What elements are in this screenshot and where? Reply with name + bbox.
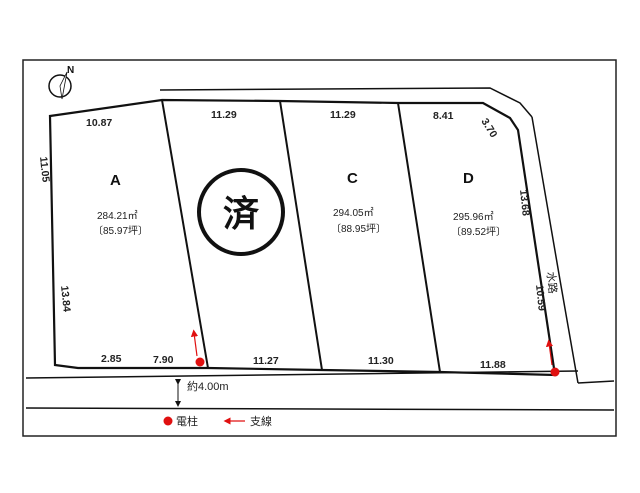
lot-a-area-sqm: 284.21㎡ xyxy=(97,210,138,222)
lot-c-area-sqm: 294.05㎡ xyxy=(333,207,374,219)
legend: 電柱 支線 xyxy=(163,414,272,428)
dim-b-bottom: 11.27 xyxy=(253,355,279,367)
dim-c-bottom: 11.30 xyxy=(368,355,394,367)
legend-pole-label: 電柱 xyxy=(176,414,198,428)
dim-d-top: 8.41 xyxy=(433,110,454,122)
dim-a-left-lower: 13.84 xyxy=(58,285,73,313)
dim-a-left-upper: 11.05 xyxy=(37,156,52,183)
utility-pole-icon xyxy=(550,367,560,377)
stay-wire-arrow-icon xyxy=(190,329,199,357)
lot-divider-bc xyxy=(279,100,323,371)
lot-d-label: D xyxy=(463,170,474,187)
lot-d-area-tsubo: 〔89.52坪〕 xyxy=(451,225,506,238)
dim-d-corner: 3.70 xyxy=(478,116,499,140)
lot-divider-ab xyxy=(161,99,209,369)
lot-divider-cd xyxy=(397,102,441,373)
lot-a-area-tsubo: 〔85.97坪〕 xyxy=(93,224,148,237)
dim-a-bottom-right: 7.90 xyxy=(153,354,174,366)
dim-b-top: 11.29 xyxy=(211,109,237,121)
dim-a-bottom-left: 2.85 xyxy=(101,353,122,365)
waterway-label: 水路 xyxy=(544,271,559,294)
dim-d-right-lower: 10.59 xyxy=(533,284,548,312)
north-label: N xyxy=(67,65,74,76)
road-width-label: 約4.00m xyxy=(187,379,229,393)
dim-d-bottom: 11.88 xyxy=(480,359,506,371)
utility-pole-icon xyxy=(195,357,205,367)
dim-d-right-upper: 13.68 xyxy=(517,189,532,217)
lot-d-area-sqm: 295.96㎡ xyxy=(453,211,494,223)
stay-wire-arrow-icon xyxy=(545,339,554,366)
lot-c-label: C xyxy=(347,170,358,187)
sold-stamp: 済 xyxy=(197,168,285,256)
upper-boundary-line xyxy=(159,87,533,118)
road-edge-bottom xyxy=(25,407,615,411)
road-edge-top xyxy=(25,370,579,379)
lot-a-label: A xyxy=(110,172,121,189)
sold-mark: 済 xyxy=(223,193,259,234)
legend-pole-icon xyxy=(163,416,173,426)
dim-a-top: 10.87 xyxy=(86,117,112,129)
legend-stay-label: 支線 xyxy=(250,414,272,428)
waterway-end-line xyxy=(577,380,615,384)
sold-circle xyxy=(197,168,285,256)
plan-frame xyxy=(22,59,617,437)
waterway-line xyxy=(531,116,579,384)
dim-c-top: 11.29 xyxy=(330,109,356,121)
lot-c-area-tsubo: 〔88.95坪〕 xyxy=(331,222,386,235)
north-arrow-icon: N xyxy=(48,65,74,100)
